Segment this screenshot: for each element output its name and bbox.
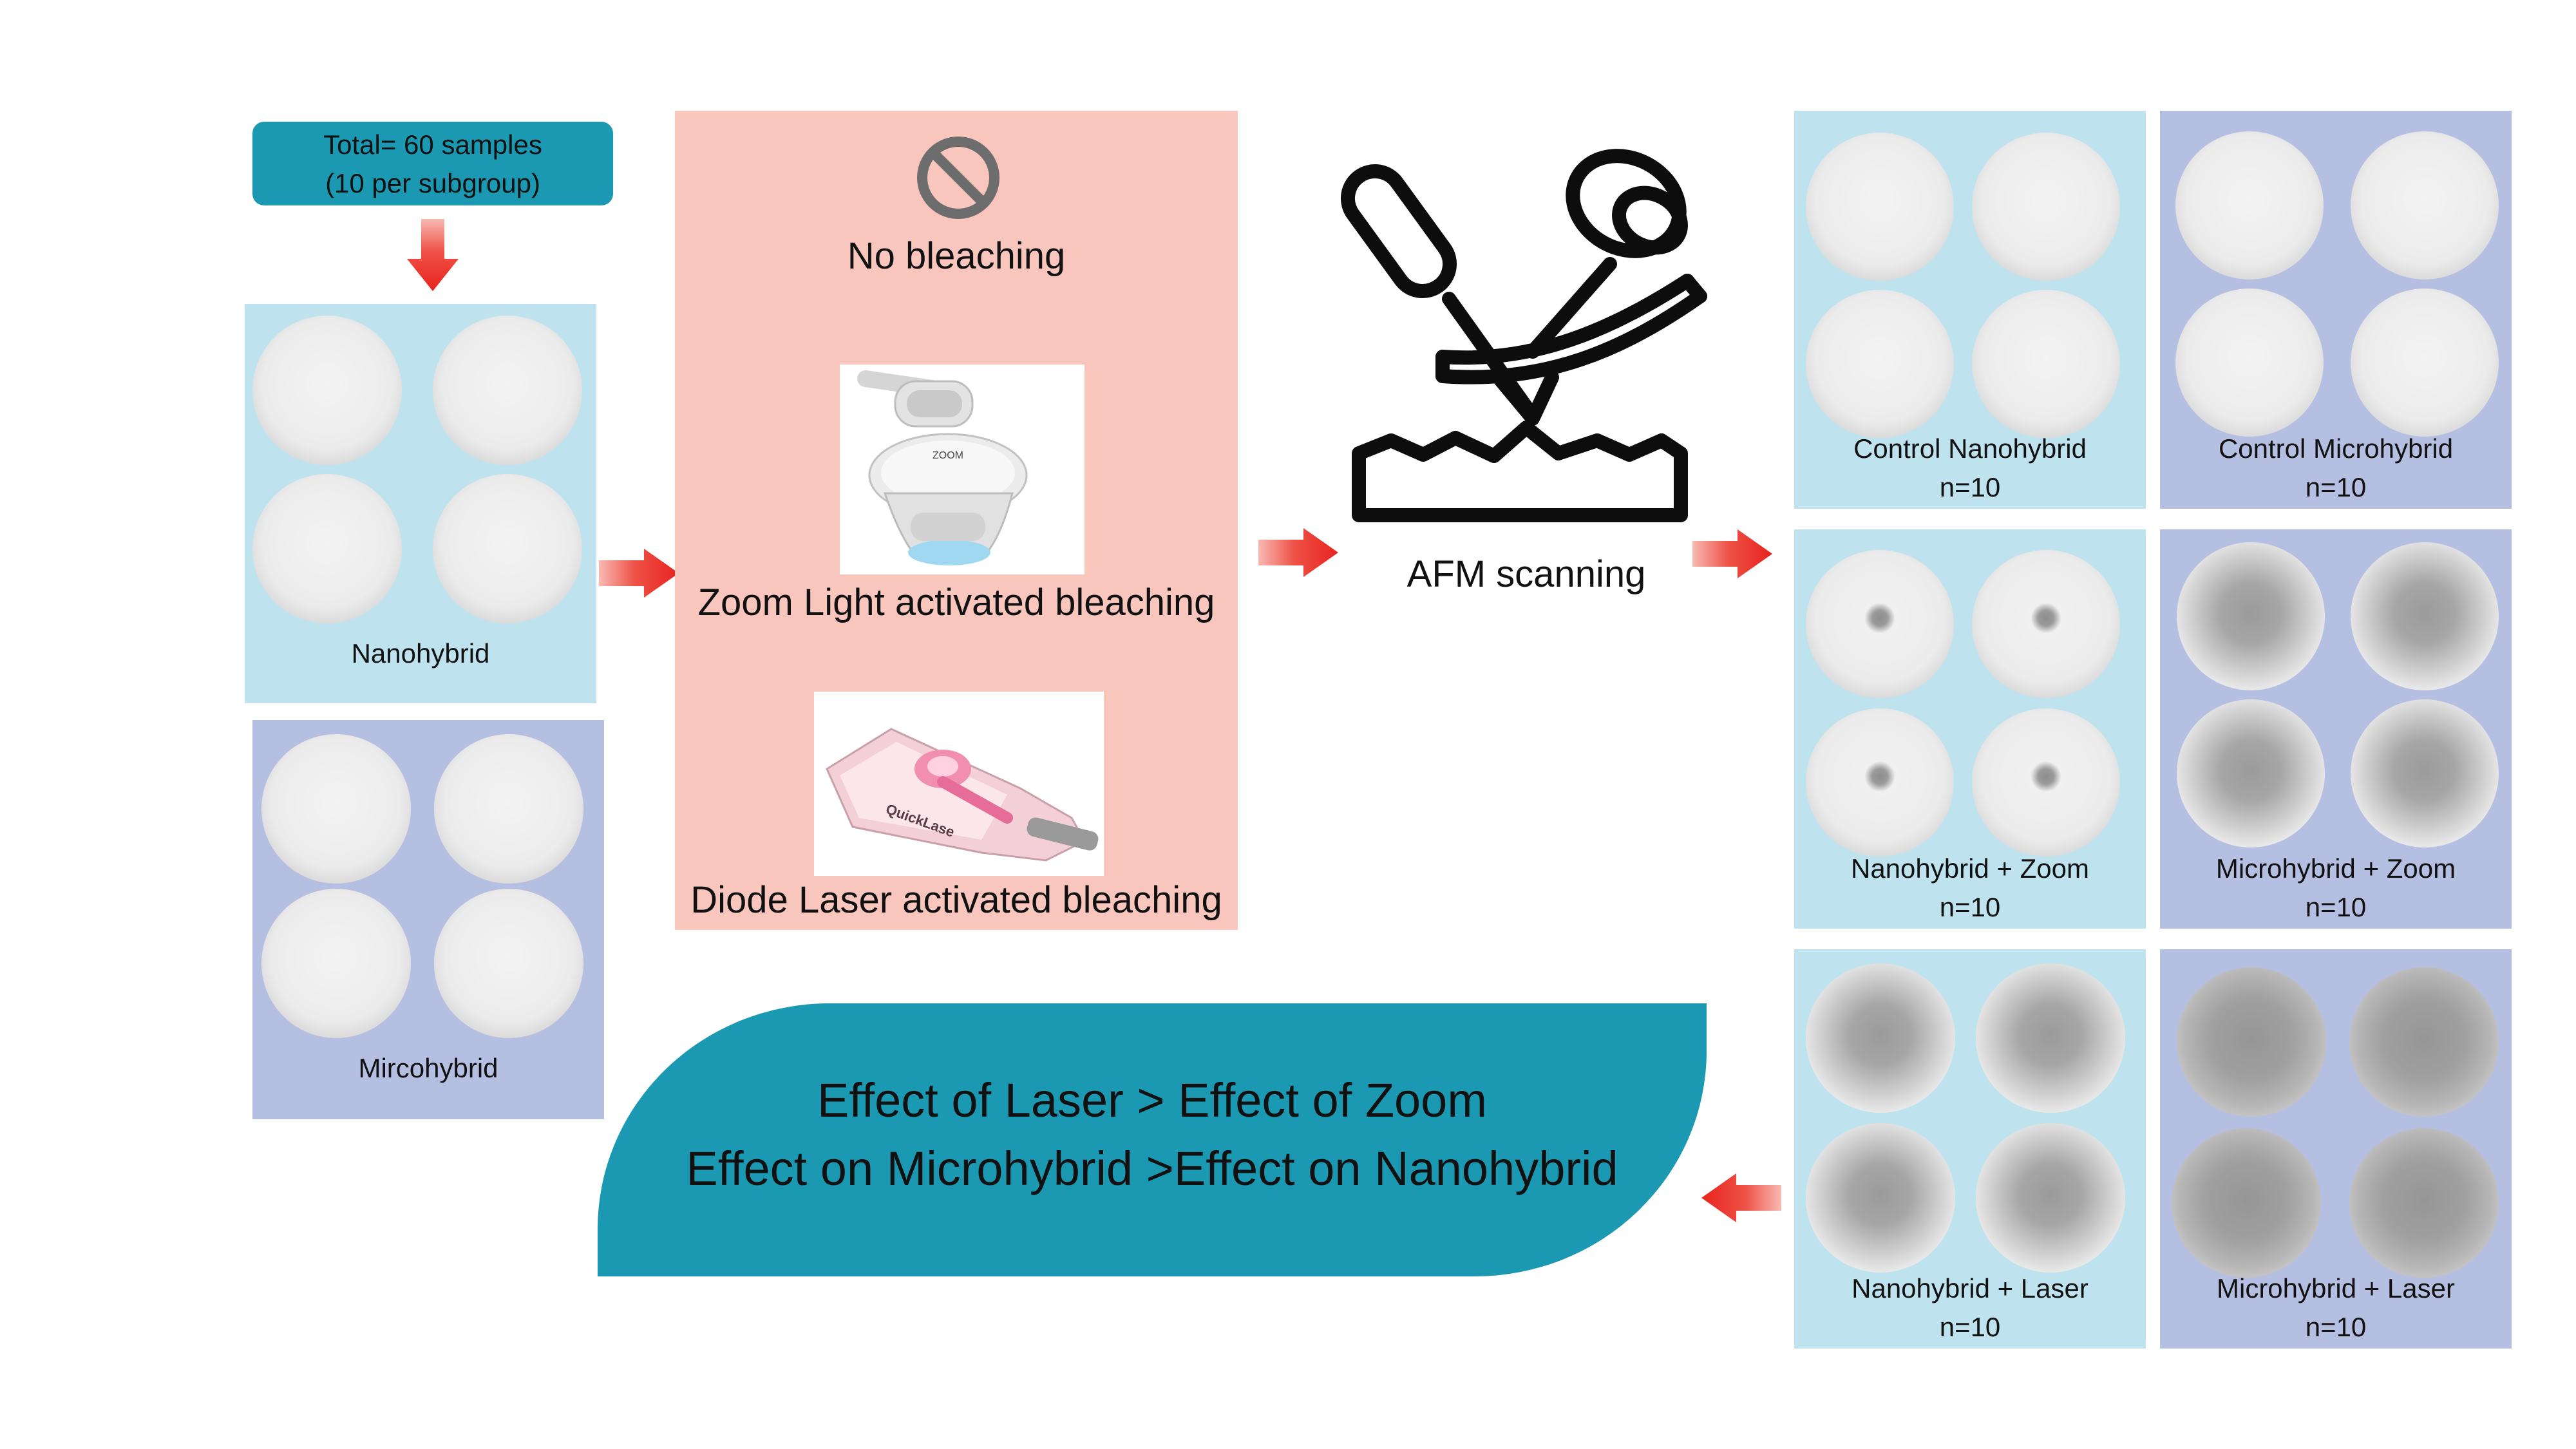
group-n: n=10: [2305, 892, 2367, 922]
sample-disc: [261, 889, 411, 1038]
nanohybrid-label: Nanohybrid: [351, 638, 490, 668]
sample-disc: [434, 889, 583, 1038]
no-bleaching-label: No bleaching: [847, 235, 1066, 277]
sample-disc: [2351, 699, 2499, 848]
group-panel-nanohybrid-laser: Nanohybrid + Laser n=10: [1794, 949, 2146, 1349]
sample-disc: [1806, 133, 1954, 281]
group-n: n=10: [1939, 472, 2001, 502]
group-name: Control Nanohybrid: [1853, 433, 2087, 464]
sample-disc: [2349, 1128, 2499, 1278]
sample-disc: [2175, 131, 2324, 279]
afm-scanner-icon: [1340, 149, 1707, 522]
sample-disc: [261, 734, 411, 884]
sample-disc: [1972, 708, 2120, 857]
sample-disc: [252, 474, 402, 623]
laser-bleaching-label: Diode Laser activated bleaching: [690, 879, 1222, 921]
zoom-device-brand: ZOOM: [933, 450, 963, 461]
sample-disc: [1806, 1123, 1955, 1273]
group-n: n=10: [1939, 1312, 2001, 1342]
sample-disc: [2177, 967, 2326, 1117]
sample-disc: [1806, 290, 1954, 438]
group-panel-microhybrid-laser: Microhybrid + Laser n=10: [2160, 949, 2512, 1349]
sample-disc: [2175, 289, 2324, 437]
microhybrid-material-panel: Mircohybrid: [252, 720, 604, 1119]
group-panel-nanohybrid-zoom: Nanohybrid + Zoom n=10: [1794, 529, 2146, 929]
sample-disc: [1976, 1123, 2125, 1273]
sample-disc: [2351, 542, 2499, 690]
sample-disc: [1972, 290, 2120, 438]
left-arrow-icon: [1701, 1173, 1781, 1222]
sample-disc: [2177, 699, 2325, 848]
total-samples-box: Total= 60 samples (10 per subgroup): [252, 122, 613, 205]
sample-disc: [2351, 131, 2499, 279]
diode-laser-image: QuickLase: [814, 692, 1104, 876]
group-panel-control-microhybrid: Control Microhybrid n=10: [2160, 111, 2512, 509]
conclusion-line2: Effect on Microhybrid >Effect on Nanohyb…: [686, 1142, 1618, 1195]
sample-disc: [433, 316, 582, 465]
afm-scanning-label: AFM scanning: [1406, 553, 1646, 595]
sample-disc: [2172, 1128, 2321, 1278]
group-n: n=10: [2305, 472, 2367, 502]
total-samples-line1: Total= 60 samples: [323, 129, 542, 160]
down-arrow-icon: [407, 219, 459, 291]
prohibited-icon: [917, 137, 999, 219]
right-arrow-icon: [1258, 528, 1338, 577]
group-n: n=10: [1939, 892, 2001, 922]
group-n: n=10: [2305, 1312, 2367, 1342]
sample-disc: [1806, 708, 1954, 857]
conclusion-box: Effect of Laser > Effect of Zoom Effect …: [598, 1003, 1707, 1276]
group-name: Microhybrid + Laser: [2217, 1273, 2455, 1303]
microhybrid-label: Mircohybrid: [358, 1053, 498, 1083]
group-name: Control Microhybrid: [2218, 433, 2454, 464]
sample-disc: [2177, 542, 2325, 690]
zoom-lamp-image: ZOOM: [840, 365, 1084, 574]
sample-disc: [2349, 967, 2499, 1117]
total-samples-line2: (10 per subgroup): [325, 168, 540, 198]
conclusion-line1: Effect of Laser > Effect of Zoom: [817, 1074, 1487, 1127]
sample-disc: [433, 474, 582, 623]
group-name: Microhybrid + Zoom: [2215, 853, 2456, 884]
right-arrow-icon: [1692, 529, 1772, 578]
sample-disc: [1976, 963, 2125, 1113]
treatment-panel: No bleaching ZOOM Zoom Light activated b…: [675, 111, 1238, 930]
sample-disc: [1806, 963, 1955, 1113]
sample-disc: [434, 734, 583, 884]
sample-disc: [252, 316, 402, 465]
sample-disc: [1972, 550, 2120, 698]
sample-disc: [1806, 550, 1954, 698]
sample-disc: [2351, 289, 2499, 437]
group-panel-microhybrid-zoom: Microhybrid + Zoom n=10: [2160, 529, 2512, 929]
group-name: Nanohybrid + Laser: [1852, 1273, 2088, 1303]
group-panel-control-nanohybrid: Control Nanohybrid n=10: [1794, 111, 2146, 509]
nanohybrid-material-panel: Nanohybrid: [245, 304, 596, 703]
sample-disc: [1972, 133, 2120, 281]
right-arrow-icon: [599, 549, 679, 598]
zoom-bleaching-label: Zoom Light activated bleaching: [697, 582, 1215, 623]
group-name: Nanohybrid + Zoom: [1850, 853, 2090, 884]
